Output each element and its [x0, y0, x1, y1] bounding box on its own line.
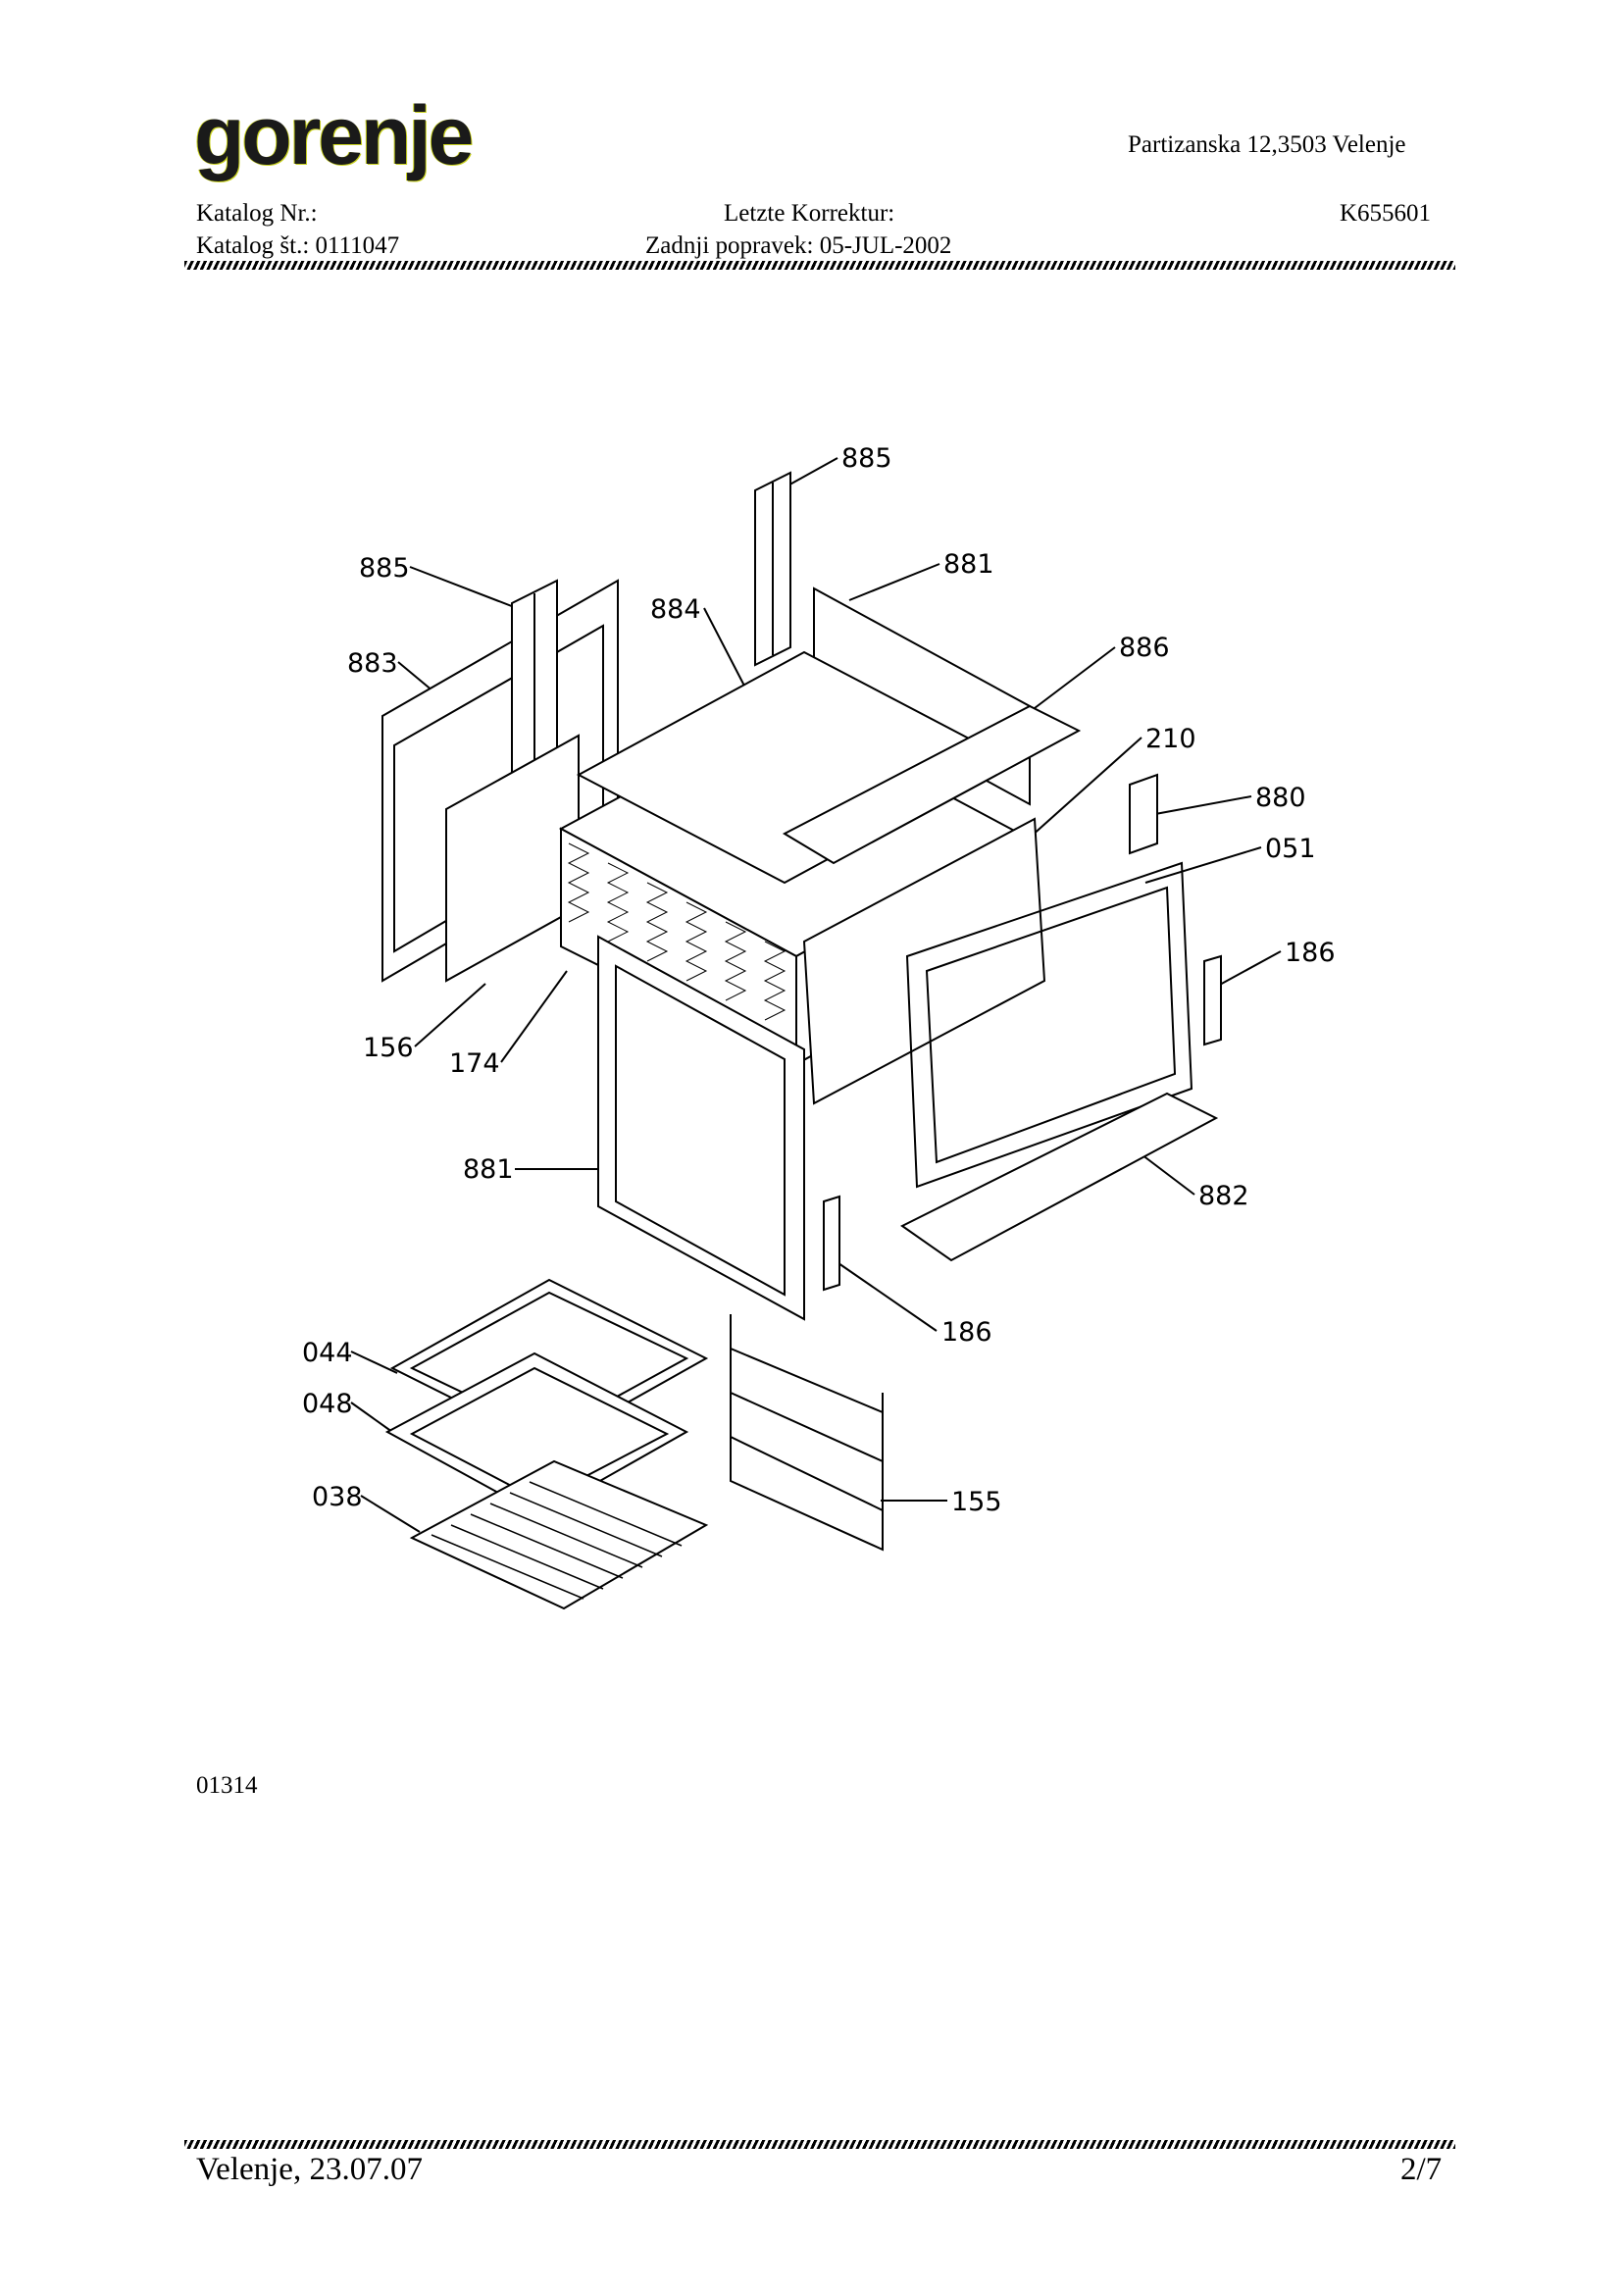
footer-rule [184, 2140, 1455, 2149]
gorenje-logo: gorenje [194, 89, 474, 181]
part-label-038: 038 [312, 1482, 363, 1512]
part-label-186-right: 186 [1285, 938, 1336, 968]
catalog-label-sl: Katalog št.: 0111047 [196, 232, 400, 259]
part-label-885-left: 885 [359, 553, 410, 584]
part-label-051: 051 [1265, 834, 1316, 864]
part-label-886: 886 [1119, 633, 1170, 663]
part-label-884: 884 [650, 594, 701, 625]
footer-page-number: 2/7 [1400, 2152, 1443, 2187]
catalog-label-de: Katalog Nr.: [196, 200, 318, 227]
part-label-881-front: 881 [463, 1154, 514, 1185]
correction-label-de: Letzte Korrektur: [724, 200, 895, 227]
part-label-880: 880 [1255, 783, 1306, 813]
part-label-155: 155 [951, 1487, 1002, 1517]
part-label-048: 048 [302, 1389, 353, 1419]
part-label-883: 883 [347, 648, 398, 679]
model-code: K655601 [1340, 200, 1432, 227]
correction-label-sl: Zadnji popravek: 05-JUL-2002 [645, 232, 952, 259]
part-label-881-back: 881 [943, 549, 994, 580]
leader-lines [350, 457, 1282, 1533]
company-address: Partizanska 12,3503 Velenje [1128, 131, 1406, 158]
header-rule [184, 261, 1455, 270]
part-label-885-top: 885 [841, 443, 892, 474]
oven-assembly [381, 471, 1222, 1610]
part-label-186-front: 186 [941, 1317, 992, 1348]
part-label-210: 210 [1145, 724, 1196, 754]
footer-place-date: Velenje, 23.07.07 [196, 2152, 423, 2187]
drawing-code: 01314 [196, 1772, 258, 1799]
part-label-156: 156 [363, 1033, 414, 1063]
part-label-174: 174 [449, 1048, 500, 1079]
part-label-044: 044 [302, 1338, 353, 1368]
part-label-882: 882 [1198, 1181, 1249, 1211]
